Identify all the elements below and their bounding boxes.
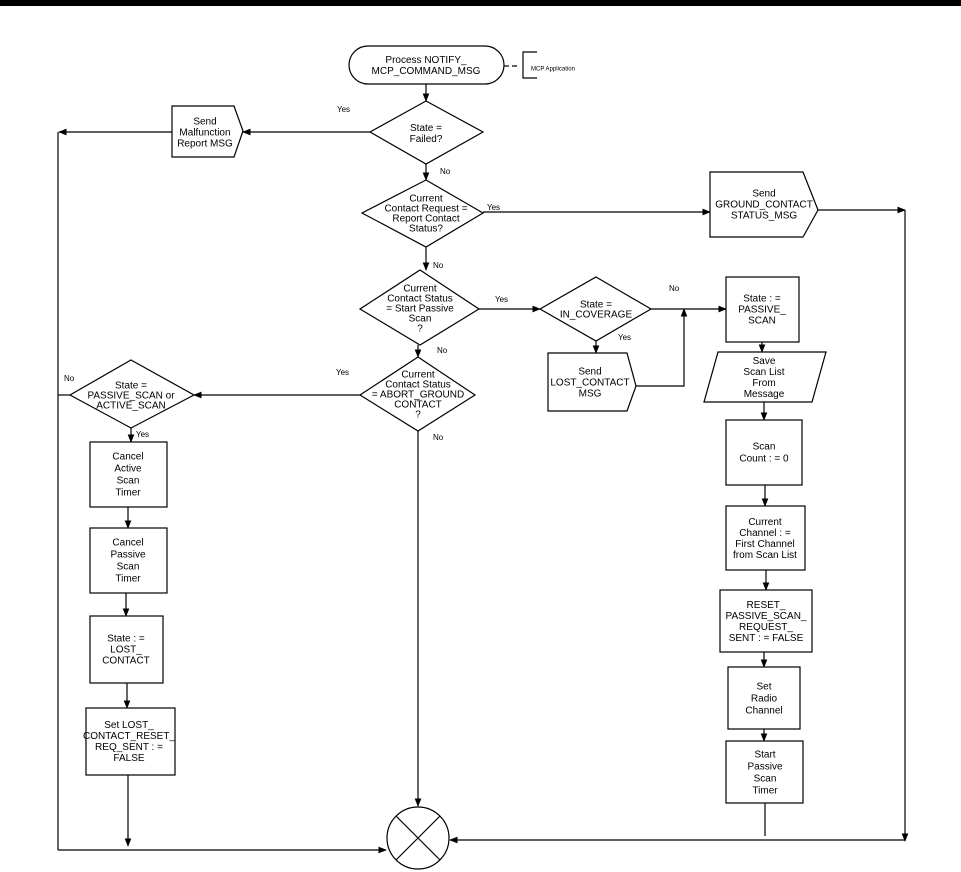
label-failed-yes: Yes: [337, 105, 350, 114]
node-label-state-failed: State =Failed?: [410, 123, 443, 145]
node-label-state-lost: State : =LOST_CONTACT: [102, 634, 150, 667]
label-passive-no: No: [437, 346, 448, 355]
state-failed-decision: State =Failed?: [368, 100, 485, 165]
set-state-passive-scan-node: State : =PASSIVE_SCAN: [725, 276, 800, 343]
reset-passive-scan-request-node: RESET_PASSIVE_SCAN_REQUEST_SENT : = FALS…: [719, 589, 813, 653]
start-terminator: Process NOTIFY_MCP_COMMAND_MSG: [348, 45, 505, 85]
label-abort-no: No: [433, 433, 444, 442]
set-state-lost-contact-node: State : =LOST_CONTACT: [89, 615, 164, 684]
label-abort-yes: Yes: [336, 368, 349, 377]
connectors: [57, 65, 909, 854]
node-label-state-passive-scan: State : =PASSIVE_SCAN: [738, 294, 786, 327]
node-label-reset-passive: RESET_PASSIVE_SCAN_REQUEST_SENT : = FALS…: [726, 600, 807, 644]
label-report-no: No: [433, 261, 444, 270]
edge-labels: Yes No Yes No Yes No No Yes Yes No No Ye…: [64, 105, 680, 442]
set-lost-contact-reset-node: Set LOST_CONTACT_RESET_REQ_SENT : =FALSE: [83, 707, 176, 776]
summing-junction: [386, 806, 450, 870]
label-failed-no: No: [440, 167, 451, 176]
header-rule: [0, 0, 961, 6]
in-coverage-decision: State =IN_COVERAGE: [538, 276, 653, 342]
label-passive-yes: Yes: [495, 295, 508, 304]
label-coverage-no: No: [669, 284, 680, 293]
node-label-mcp-app: MCP Application: [531, 67, 575, 73]
label-coverage-yes: Yes: [618, 333, 631, 342]
label-state-scan-no: No: [64, 374, 75, 383]
node-label-start: Process NOTIFY_MCP_COMMAND_MSG: [372, 55, 481, 77]
mcp-application-annotation: MCP Application: [522, 51, 575, 79]
node-label-set-lost-reset: Set LOST_CONTACT_RESET_REQ_SENT : =FALSE: [83, 720, 175, 764]
label-state-scan-yes: Yes: [136, 430, 149, 439]
label-report-yes: Yes: [487, 203, 500, 212]
node-label-in-coverage: State =IN_COVERAGE: [560, 300, 633, 321]
